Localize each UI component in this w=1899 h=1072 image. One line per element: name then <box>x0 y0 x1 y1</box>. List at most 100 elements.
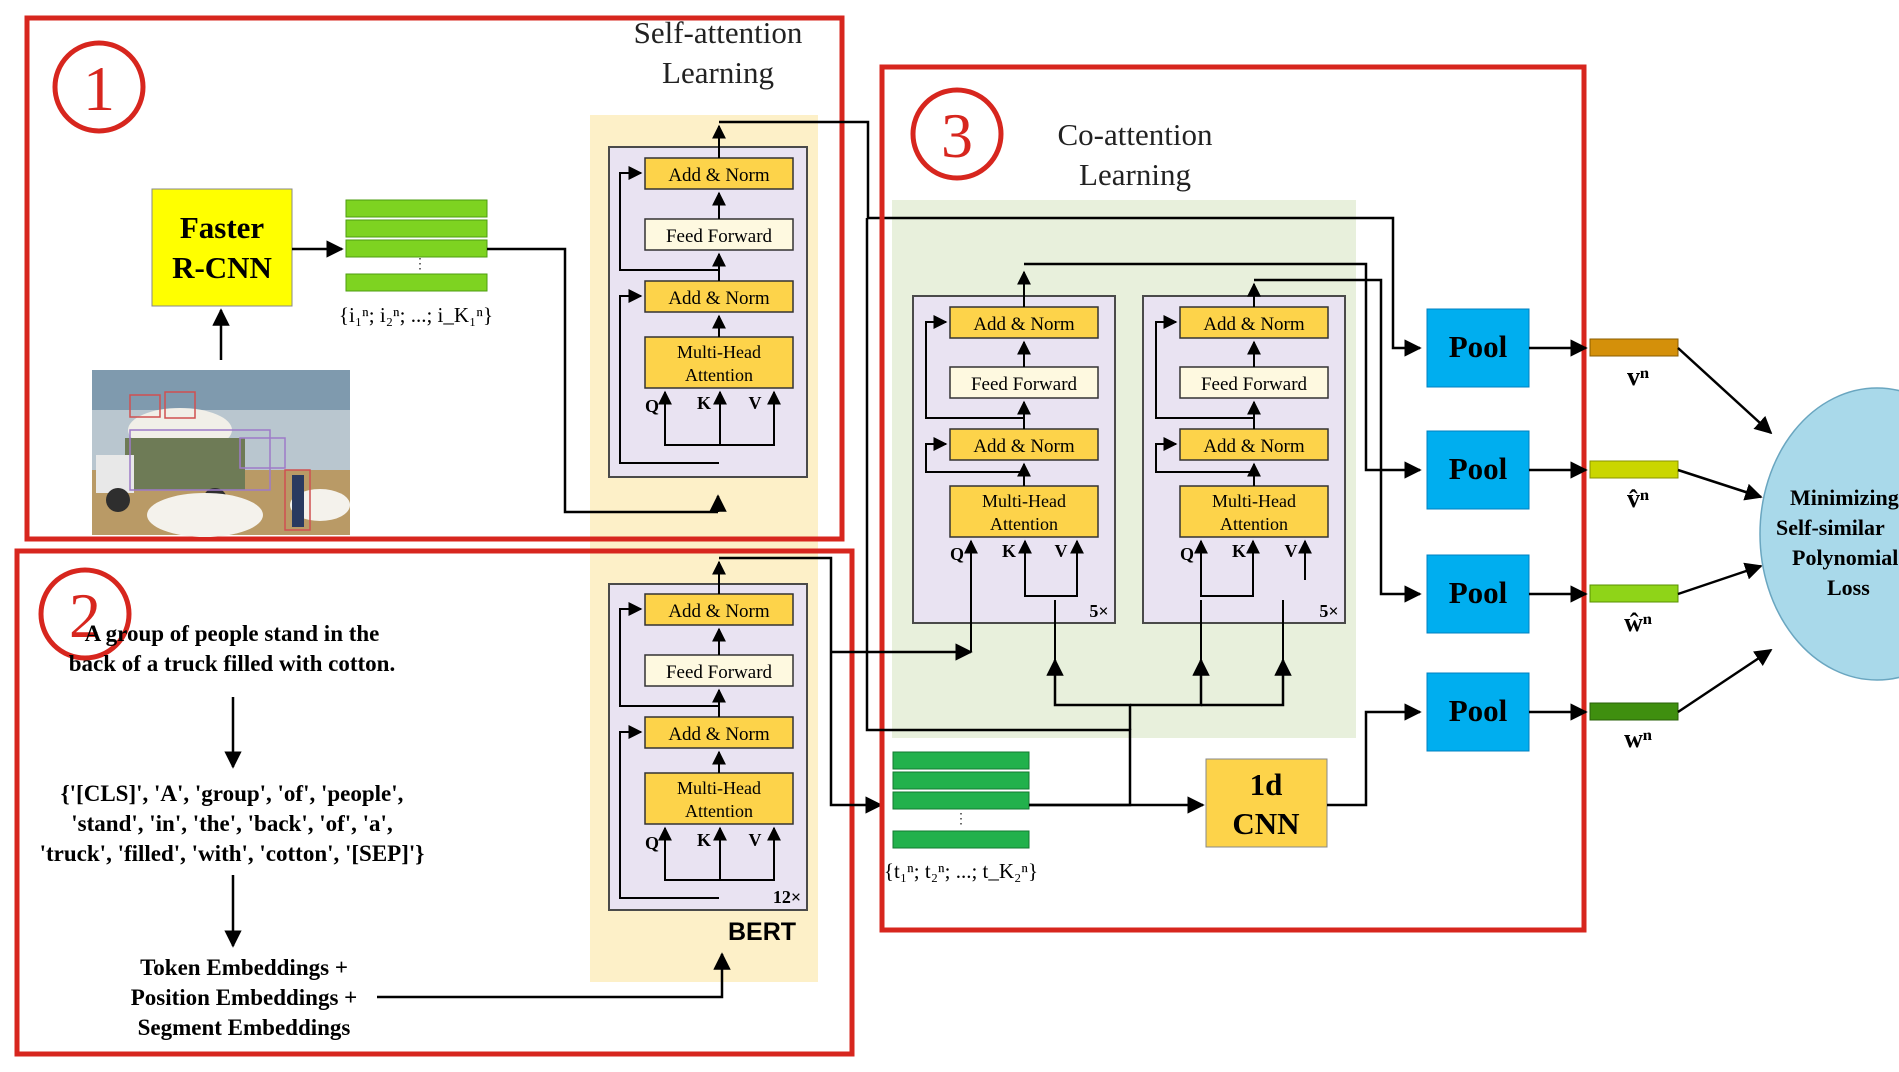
bert-mha-line2: Attention <box>685 801 753 821</box>
panel-2-number: 2 <box>69 580 101 651</box>
panel-3-number-circle <box>910 87 1004 181</box>
vector-v-label: vⁿ <box>1627 362 1649 391</box>
bert-feed-forward: Feed Forward <box>666 662 773 683</box>
vector-w <box>1589 702 1679 721</box>
panel-1-number: 1 <box>83 53 115 124</box>
panel-3-number: 3 <box>941 100 973 171</box>
loss-line1: Minimizing <box>1790 485 1899 510</box>
cnn-label-line1: 1d <box>1250 767 1283 802</box>
image-features-label: {i₁ⁿ; i₂ⁿ; ...; i_K₁ⁿ} <box>339 303 493 327</box>
caption-line1: A group of people stand in the <box>85 621 380 646</box>
panel-3-title-line1: Co-attention <box>1058 117 1213 152</box>
arrow-image-self-attention-to-pool1 <box>719 120 1422 357</box>
faster-rcnn-box <box>151 188 293 307</box>
caption-line2: back of a truck filled with cotton. <box>69 651 395 676</box>
block1-feed-forward: Feed Forward <box>666 226 773 247</box>
coatt-left-v: V <box>1055 541 1068 561</box>
vector-v-hat <box>1589 460 1679 479</box>
embeddings-line2: Position Embeddings + <box>131 985 358 1010</box>
panel-2-number-circle <box>38 567 132 661</box>
arrow-cnn-to-pool4 <box>1327 703 1422 807</box>
vector-v <box>1589 338 1679 357</box>
pool-3: Pool <box>1426 554 1530 634</box>
arrow-features-to-self-attention <box>487 247 718 514</box>
bert-add-norm-bottom: Add & Norm <box>668 724 770 745</box>
coatt-right-repeat: 5× <box>1319 601 1338 621</box>
block1-k: K <box>697 393 711 413</box>
panel-1-title-line2: Learning <box>662 55 774 90</box>
text-features-label: {t₁ⁿ; t₂ⁿ; ...; t_K₂ⁿ} <box>884 859 1038 883</box>
tokens-line1: {'[CLS]', 'A', 'group', 'of', 'people', <box>61 781 404 806</box>
panel-3-title-line2: Learning <box>1079 157 1191 192</box>
pool-1-label: Pool <box>1449 329 1508 364</box>
coatt-left-repeat: 5× <box>1089 601 1108 621</box>
image-feature-stack: ⋮ <box>345 199 488 292</box>
block1-add-norm-top: Add & Norm <box>668 165 770 186</box>
bert-q: Q <box>645 833 659 853</box>
cnn-box <box>1205 758 1328 848</box>
bert-block: Add & Norm Feed Forward Add & Norm Multi… <box>608 583 808 911</box>
panel-2-border <box>14 548 855 1057</box>
svg-text:⋮: ⋮ <box>413 257 427 272</box>
coatt-left-add-norm-top: Add & Norm <box>973 314 1075 335</box>
cnn-label-line2: CNN <box>1232 806 1299 841</box>
pool-2: Pool <box>1426 430 1530 510</box>
faster-rcnn-label-line1: Faster <box>180 210 265 245</box>
block1-add-norm-bottom: Add & Norm <box>668 288 770 309</box>
bert-k: K <box>697 830 711 850</box>
loss-ellipse <box>1759 387 1899 681</box>
coatt-left-k: K <box>1002 541 1016 561</box>
coatt-right-mha-line2: Attention <box>1220 514 1288 534</box>
faster-rcnn-label-line2: R-CNN <box>172 250 272 285</box>
coattention-block-right: Add & Norm Feed Forward Add & Norm Multi… <box>1142 295 1346 624</box>
coatt-left-mha-line2: Attention <box>990 514 1058 534</box>
coatt-right-v: V <box>1285 541 1298 561</box>
panel-3-border <box>879 64 1587 933</box>
vector-w-hat-label: ŵⁿ <box>1624 608 1652 637</box>
arrow-to-coatt-left-kv <box>1046 658 1132 730</box>
loss-line2: Self-similar <box>1776 515 1885 540</box>
coatt-right-k: K <box>1232 541 1246 561</box>
cotton-truck-photo <box>92 370 350 537</box>
coatt-left-mha-line1: Multi-Head <box>982 491 1066 511</box>
vector-v-hat-label: v̂ⁿ <box>1627 484 1649 513</box>
bert-label: BERT <box>728 918 796 946</box>
coatt-right-feed-forward: Feed Forward <box>1201 374 1308 395</box>
arrow-to-coatt-right-kv <box>1201 658 1292 707</box>
coattention-block-left: Add & Norm Feed Forward Add & Norm Multi… <box>912 295 1116 652</box>
bert-add-norm-top: Add & Norm <box>668 601 770 622</box>
arrow-embeddings-to-bert <box>377 952 731 999</box>
coatt-left-q: Q <box>950 544 964 564</box>
block1-mha-line2: Attention <box>685 365 753 385</box>
vector-w-hat <box>1589 584 1679 603</box>
panel-1-title-line1: Self-attention <box>634 15 803 50</box>
arrow-coatt-left-to-pool2 <box>1024 262 1422 479</box>
coatt-right-mha-line1: Multi-Head <box>1212 491 1296 511</box>
embeddings-line3: Segment Embeddings <box>138 1015 351 1040</box>
loss-line3: Polynomial <box>1792 545 1898 570</box>
svg-text:⋮: ⋮ <box>954 812 968 827</box>
bert-mha-line1: Multi-Head <box>677 778 761 798</box>
bert-repeat: 12× <box>773 887 801 907</box>
coatt-right-q: Q <box>1180 544 1194 564</box>
block1-mha-line1: Multi-Head <box>677 342 761 362</box>
loss-line4: Loss <box>1827 575 1870 600</box>
pool-1: Pool <box>1426 308 1530 388</box>
pool-4-label: Pool <box>1449 693 1508 728</box>
pool-2-label: Pool <box>1449 451 1508 486</box>
tokens-line2: 'stand', 'in', 'the', 'back', 'of', 'a', <box>71 811 392 836</box>
bert-v: V <box>749 830 762 850</box>
pool-4: Pool <box>1426 672 1530 752</box>
coatt-left-feed-forward: Feed Forward <box>971 374 1078 395</box>
panel-1-number-circle <box>52 40 146 134</box>
pool-3-label: Pool <box>1449 575 1508 610</box>
tokens-line3: 'truck', 'filled', 'with', 'cotton', '[S… <box>40 841 425 866</box>
arrow-coatt-right-to-pool3 <box>1254 278 1422 603</box>
coatt-right-add-norm-bottom: Add & Norm <box>1203 436 1305 457</box>
panel-1-border <box>24 15 845 542</box>
arrow-bert-to-text-features <box>719 556 883 814</box>
block1-v: V <box>749 393 762 413</box>
embeddings-line1: Token Embeddings + <box>140 955 348 980</box>
coatt-right-add-norm-top: Add & Norm <box>1203 314 1305 335</box>
